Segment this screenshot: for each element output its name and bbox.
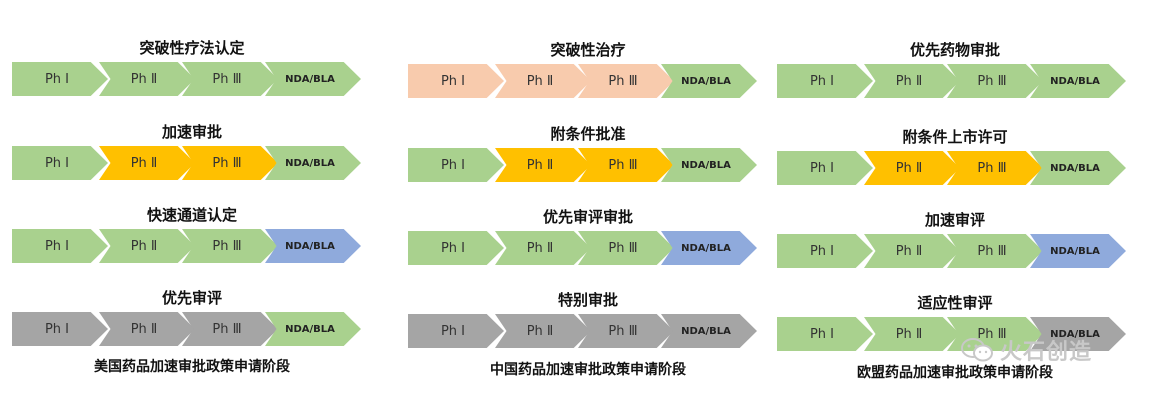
stage-arrow-phase-1: Ph Ⅰ — [12, 312, 108, 346]
stage-arrow-nda-bla: NDA/BLA — [265, 62, 361, 96]
column-caption: 美国药品加速审批政策申请阶段 — [94, 359, 290, 375]
stage-arrow-phase-2: Ph Ⅱ — [495, 314, 591, 348]
pathway-title: 突破性治疗 — [550, 41, 626, 59]
stage-arrow-phase-2: Ph Ⅱ — [495, 148, 591, 182]
column-caption: 中国药品加速审批政策申请阶段 — [490, 362, 686, 378]
stage-arrow-phase-2: Ph Ⅱ — [864, 317, 960, 351]
stage-arrow-phase-3: Ph Ⅲ — [947, 64, 1043, 98]
pathway-title: 特别审批 — [557, 291, 618, 309]
stage-arrow-phase-1: Ph Ⅰ — [777, 64, 873, 98]
stage-arrow-nda-bla: NDA/BLA — [661, 148, 757, 182]
stage-arrow-phase-1: Ph Ⅰ — [777, 317, 873, 351]
pathway-title: 加速审批 — [161, 123, 222, 141]
pathway-title: 优先审评审批 — [542, 208, 633, 226]
stage-arrow-phase-2: Ph Ⅱ — [495, 64, 591, 98]
stage-arrow-phase-3: Ph Ⅲ — [182, 62, 278, 96]
wechat-icon — [961, 338, 993, 362]
stage-arrow-phase-1: Ph Ⅰ — [777, 151, 873, 185]
watermark-text: 火石创造 — [1000, 340, 1093, 365]
stage-arrow-phase-2: Ph Ⅱ — [99, 146, 195, 180]
stage-arrow-nda-bla: NDA/BLA — [661, 64, 757, 98]
watermark: 火石创造 — [960, 332, 1140, 368]
stage-arrow-nda-bla: NDA/BLA — [1030, 317, 1126, 351]
stage-arrow-phase-3: Ph Ⅲ — [578, 231, 674, 265]
stage-arrow-nda-bla: NDA/BLA — [265, 146, 361, 180]
stage-arrow-phase-3: Ph Ⅲ — [182, 146, 278, 180]
stage-arrow-phase-2: Ph Ⅱ — [99, 312, 195, 346]
stage-arrow-phase-3: Ph Ⅲ — [947, 151, 1043, 185]
stage-arrow-nda-bla: NDA/BLA — [265, 229, 361, 263]
pathway-title: 适应性审评 — [917, 294, 993, 312]
stage-arrow-phase-3: Ph Ⅲ — [578, 314, 674, 348]
pathway-title: 附条件上市许可 — [902, 128, 1008, 146]
stage-arrow-nda-bla: NDA/BLA — [1030, 64, 1126, 98]
stage-arrow-phase-3: Ph Ⅲ — [182, 229, 278, 263]
stage-arrow-phase-1: Ph Ⅰ — [408, 64, 504, 98]
stage-arrow-phase-1: Ph Ⅰ — [408, 148, 504, 182]
pathway-title: 附条件批准 — [550, 125, 626, 143]
stage-arrow-nda-bla: NDA/BLA — [1030, 234, 1126, 268]
stage-arrow-phase-2: Ph Ⅱ — [864, 234, 960, 268]
stage-arrow-phase-2: Ph Ⅱ — [495, 231, 591, 265]
stage-arrow-phase-3: Ph Ⅲ — [947, 234, 1043, 268]
pathway-title: 优先药物审批 — [909, 41, 1000, 59]
stage-arrow-phase-2: Ph Ⅱ — [99, 62, 195, 96]
stage-arrow-nda-bla: NDA/BLA — [265, 312, 361, 346]
pathway-title: 突破性疗法认定 — [139, 39, 245, 57]
stage-arrow-phase-1: Ph Ⅰ — [408, 314, 504, 348]
stage-arrow-phase-3: Ph Ⅲ — [578, 64, 674, 98]
pathway-title: 优先审评 — [161, 289, 222, 307]
stage-arrow-phase-2: Ph Ⅱ — [99, 229, 195, 263]
stage-arrow-phase-3: Ph Ⅲ — [578, 148, 674, 182]
stage-arrow-phase-1: Ph Ⅰ — [12, 146, 108, 180]
column-caption: 欧盟药品加速审批政策申请阶段 — [857, 365, 1053, 381]
stage-arrow-phase-1: Ph Ⅰ — [408, 231, 504, 265]
stage-arrow-phase-1: Ph Ⅰ — [12, 229, 108, 263]
stage-arrow-phase-1: Ph Ⅰ — [12, 62, 108, 96]
stage-arrow-phase-1: Ph Ⅰ — [777, 234, 873, 268]
stage-arrow-nda-bla: NDA/BLA — [1030, 151, 1126, 185]
pathway-title: 加速审评 — [924, 211, 985, 229]
stage-arrow-nda-bla: NDA/BLA — [661, 314, 757, 348]
stage-arrow-phase-3: Ph Ⅲ — [947, 317, 1043, 351]
stage-arrow-nda-bla: NDA/BLA — [661, 231, 757, 265]
stage-arrow-phase-2: Ph Ⅱ — [864, 151, 960, 185]
stage-arrow-phase-3: Ph Ⅲ — [182, 312, 278, 346]
pathway-title: 快速通道认定 — [146, 206, 237, 224]
stage-arrow-phase-2: Ph Ⅱ — [864, 64, 960, 98]
